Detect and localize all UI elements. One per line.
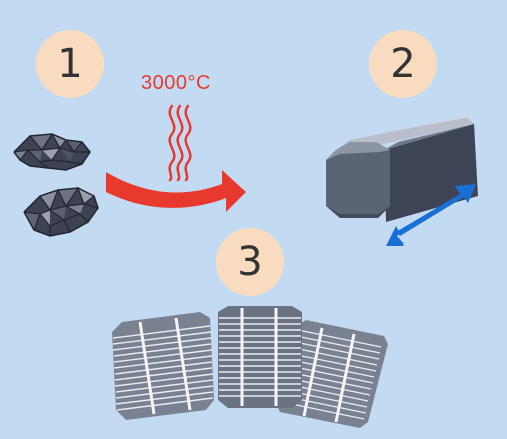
step-1-number: 1 bbox=[57, 41, 83, 87]
solar-cell-icon bbox=[276, 320, 388, 428]
step-3-badge: 3 bbox=[216, 228, 284, 296]
step-2-badge: 2 bbox=[369, 30, 437, 98]
silicon-rock-icon bbox=[13, 133, 91, 171]
solar-cell-icon bbox=[218, 306, 302, 408]
double-arrow-icon bbox=[386, 184, 476, 246]
solar-cell-icon bbox=[112, 312, 214, 420]
process-arrow-icon bbox=[106, 170, 246, 212]
temperature-label: 3000°C bbox=[141, 72, 211, 94]
silicon-ingot-icon bbox=[326, 116, 478, 222]
step-3-number: 3 bbox=[237, 239, 263, 285]
step-1-badge: 1 bbox=[36, 30, 104, 98]
step-2-number: 2 bbox=[390, 41, 416, 87]
silicon-rock-icon bbox=[23, 186, 99, 237]
heat-waves-icon bbox=[168, 104, 192, 182]
